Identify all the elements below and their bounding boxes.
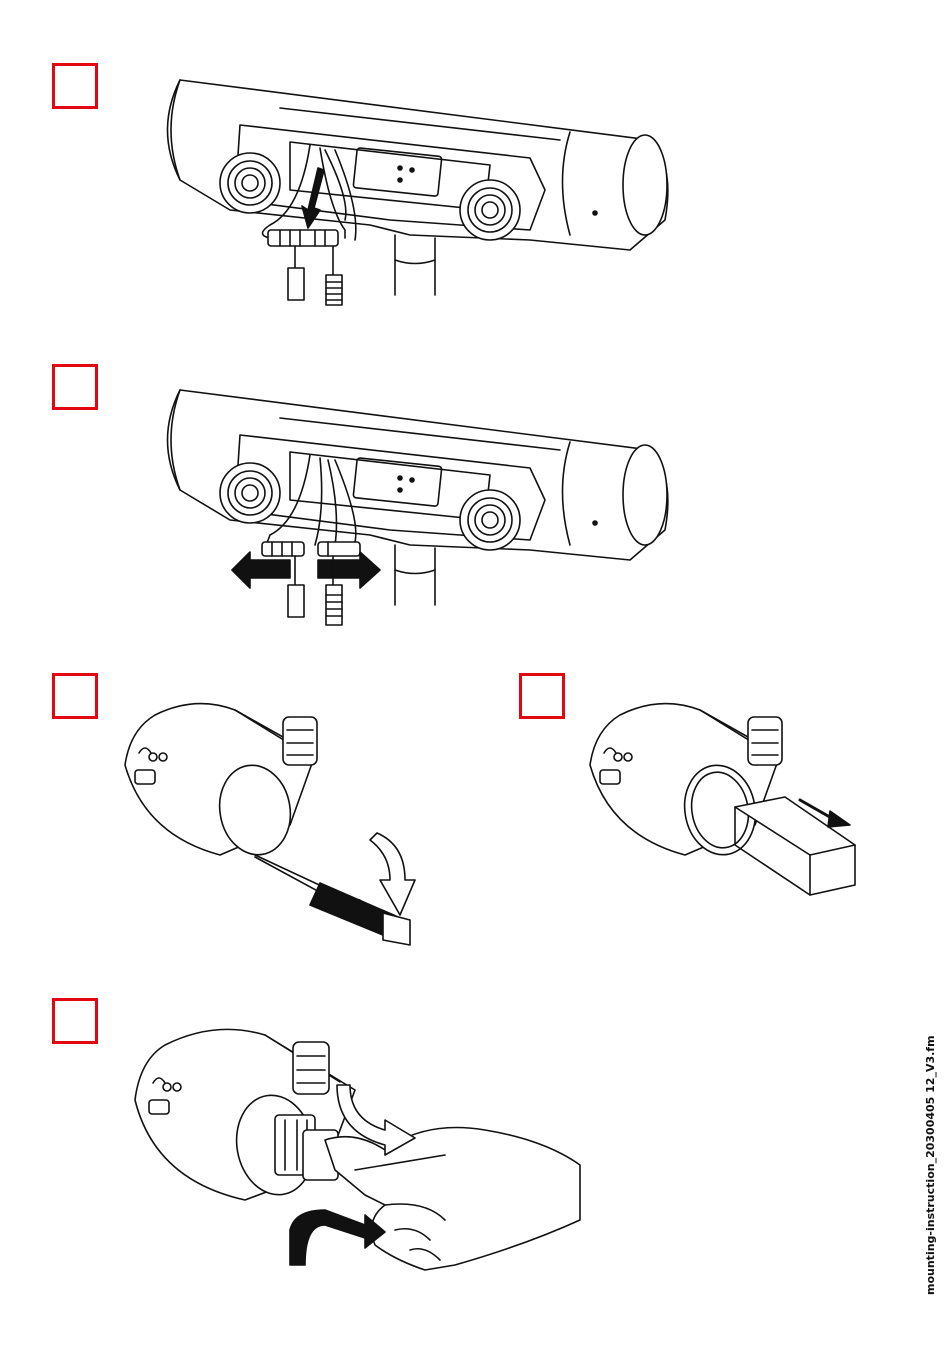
illustration-step-5: [125, 1020, 585, 1275]
step-box-5: [52, 998, 98, 1044]
step-box-1: [52, 63, 98, 109]
illustration-step-2: [150, 380, 680, 635]
footer-filename: mounting-instruction_20300405 12_V3.fm: [918, 1060, 948, 1295]
step-box-4: [519, 673, 565, 719]
illustration-step-4: [580, 695, 860, 905]
illustration-step-3: [115, 695, 425, 960]
footer-filename-text: mounting-instruction_20300405 12_V3.fm: [924, 1035, 937, 1295]
step-box-3: [52, 673, 98, 719]
step-box-2: [52, 364, 98, 410]
illustration-step-1: [150, 70, 680, 325]
